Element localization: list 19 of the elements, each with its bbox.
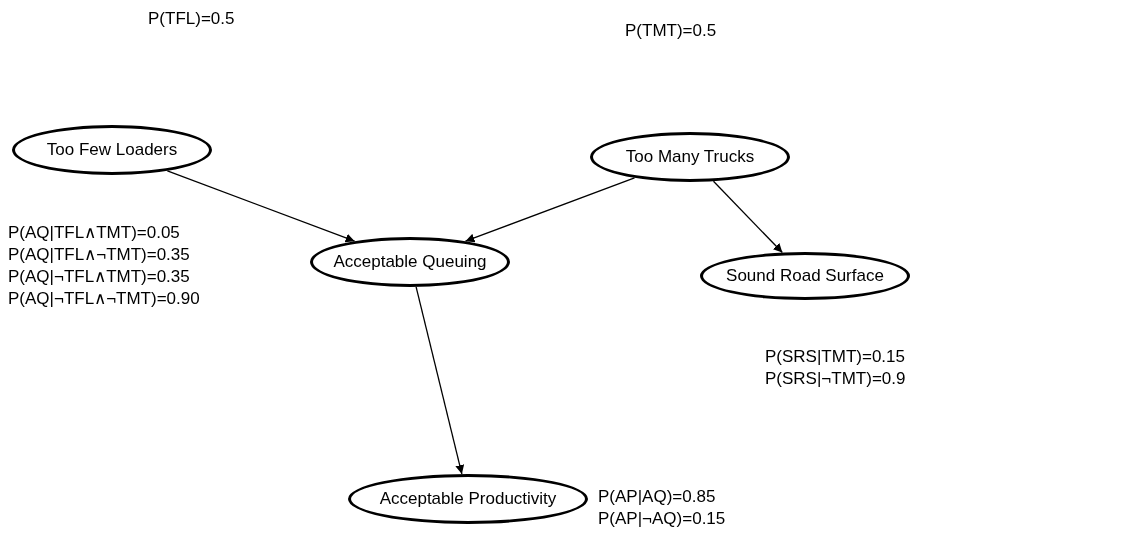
arrow (415, 286, 465, 475)
node-label: Acceptable Productivity (379, 489, 557, 509)
probability-label: P(TFL)=0.5 (148, 8, 235, 30)
probability-label: P(AQ|¬TFL∧¬TMT)=0.90 (8, 288, 200, 310)
arrow (464, 177, 636, 243)
probability-label: P(TMT)=0.5 (625, 20, 717, 42)
probability-label: P(AQ|TFL∧TMT)=0.05 (8, 222, 181, 244)
node-label: Too Few Loaders (46, 140, 178, 160)
node-label: Sound Road Surface (726, 266, 884, 286)
probability-label: P(AP|AQ)=0.85 (598, 486, 717, 508)
arrow (712, 180, 783, 254)
probability-label: P(AQ|¬TFL∧TMT)=0.35 (8, 266, 191, 288)
probability-label: P(SRS|TMT)=0.15 (765, 346, 906, 368)
node-label: Too Many Trucks (625, 147, 755, 167)
probability-label: P(AP|¬AQ)=0.15 (598, 508, 726, 530)
node-label: Acceptable Queuing (333, 252, 487, 272)
probability-label: P(AQ|TFL∧¬TMT)=0.35 (8, 244, 191, 266)
probability-label: P(SRS|¬TMT)=0.9 (765, 368, 906, 390)
arrow (166, 170, 356, 243)
